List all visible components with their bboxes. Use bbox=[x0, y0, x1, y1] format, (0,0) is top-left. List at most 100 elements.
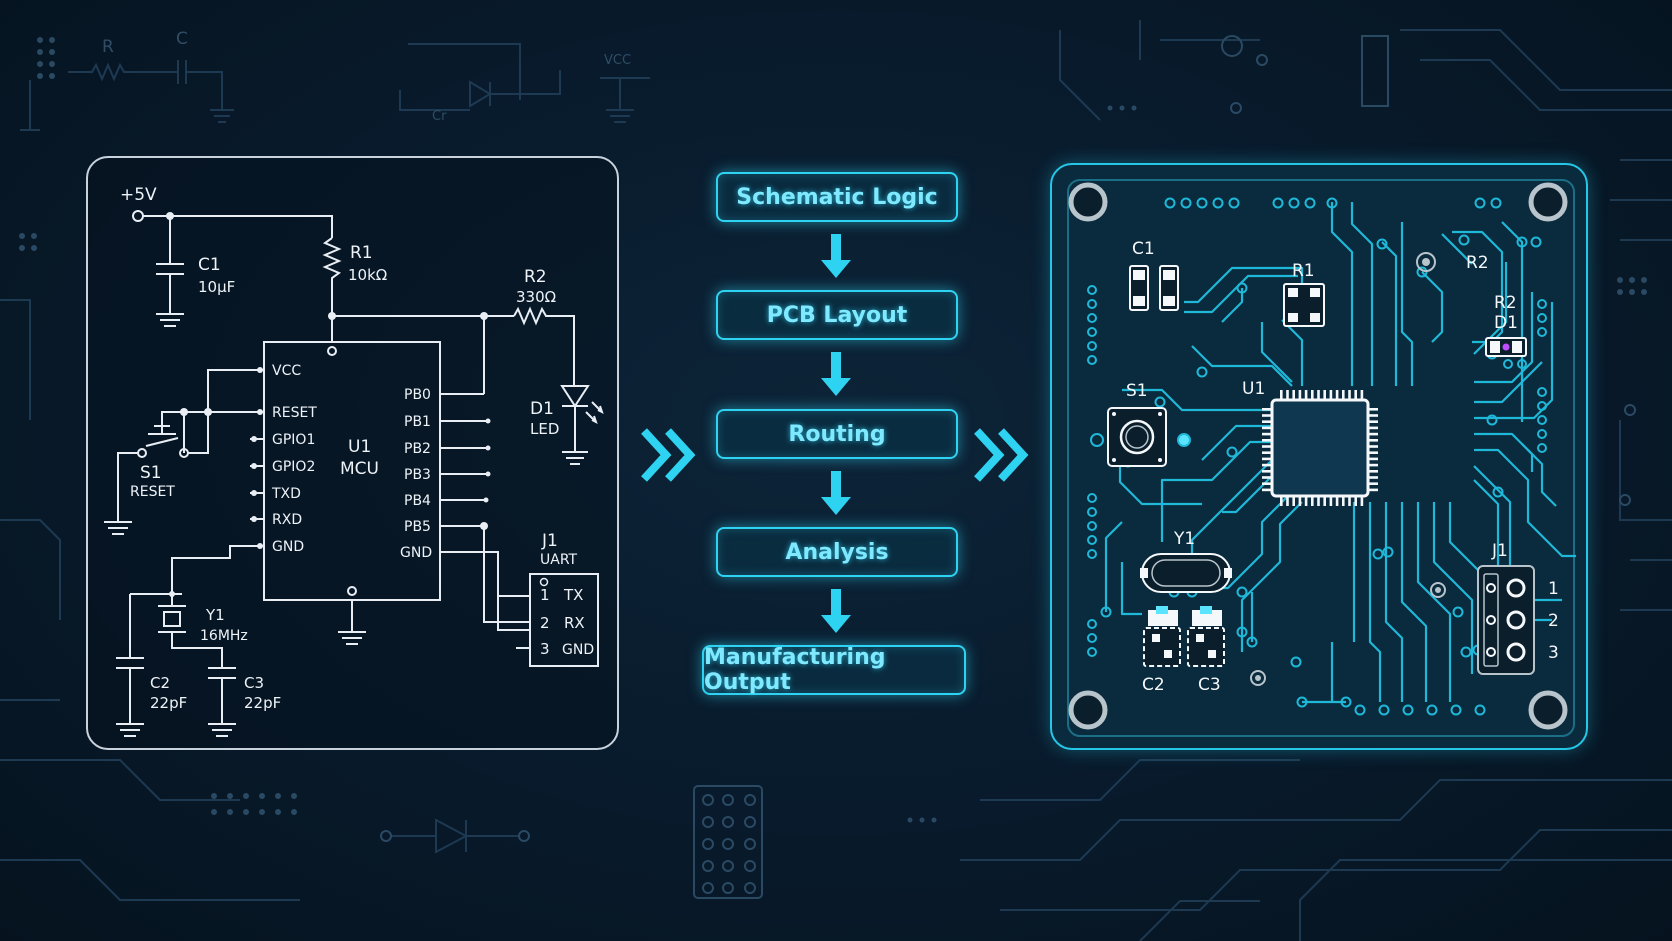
mcu-pin-txd: TXD bbox=[271, 486, 301, 502]
label-r2-value: 330Ω bbox=[516, 288, 556, 306]
label-j1-pin2-num: 2 bbox=[540, 614, 550, 632]
chip-pin bbox=[1342, 390, 1345, 399]
mcu-pin-pb2: PB2 bbox=[404, 441, 431, 457]
pcb-d1-footprint bbox=[1485, 337, 1527, 369]
double-chevron-right-icon bbox=[974, 428, 1029, 482]
chip-pin bbox=[1286, 390, 1289, 399]
flow-step-routing: Routing bbox=[716, 409, 958, 459]
schematic-drawing: +5V C1 10µF R1 10kΩ R2 330Ω D1 LED S1 RE… bbox=[104, 185, 604, 737]
mcu-pin-reset: RESET bbox=[272, 405, 317, 421]
label-u1-ref: U1 bbox=[348, 437, 371, 457]
double-chevron-right-icon bbox=[641, 428, 696, 482]
chip-pin bbox=[1369, 482, 1378, 485]
chip-pin bbox=[1323, 390, 1326, 399]
label-c2-value: 22pF bbox=[150, 694, 187, 712]
label-j1-pin3-name: GND bbox=[562, 642, 594, 658]
label-y1-ref: Y1 bbox=[205, 606, 225, 624]
mcu-pin-rxd: RXD bbox=[272, 512, 302, 528]
chip-pin bbox=[1262, 420, 1271, 423]
mcu-pin-pb4: PB4 bbox=[404, 493, 431, 509]
chip-pin bbox=[1298, 497, 1302, 506]
chip-pin bbox=[1292, 390, 1295, 399]
pcb-j1-header bbox=[1477, 565, 1535, 675]
label-r1-value: 10kΩ bbox=[348, 266, 387, 284]
label-j1-pin1-name: TX bbox=[563, 586, 583, 604]
chip-pin bbox=[1262, 414, 1271, 417]
pcb-label-j1: J1 bbox=[1491, 541, 1508, 561]
label-r2-ref: R2 bbox=[524, 267, 547, 287]
mcu-pin-pb3: PB3 bbox=[404, 467, 431, 483]
chip-pin bbox=[1369, 408, 1378, 411]
chip-pin bbox=[1262, 470, 1271, 473]
pcb-j1-pin-2: 2 bbox=[1548, 611, 1559, 631]
chip-pin bbox=[1280, 497, 1283, 506]
label-c1-ref: C1 bbox=[198, 255, 221, 275]
pcb-label-c3: C3 bbox=[1198, 675, 1221, 695]
pcb-u1-chip bbox=[1262, 390, 1378, 506]
label-j1-value: UART bbox=[540, 552, 578, 568]
chip-pin bbox=[1369, 420, 1378, 423]
mcu-pin-pb0: PB0 bbox=[404, 387, 431, 403]
chip-pin bbox=[1280, 390, 1283, 399]
pcb-c3-footprint bbox=[1187, 606, 1225, 667]
mcu-pin-gpio2: GPIO2 bbox=[272, 459, 315, 475]
mcu-pin-gnd-left: GND bbox=[272, 539, 304, 555]
mcu-pin-pb1: PB1 bbox=[404, 414, 431, 430]
chip-pin bbox=[1369, 432, 1378, 436]
chip-pin bbox=[1317, 390, 1320, 399]
chip-pin bbox=[1354, 497, 1357, 506]
label-r1-ref: R1 bbox=[350, 243, 373, 263]
label-s1-ref: S1 bbox=[140, 463, 162, 483]
pcb-drawing: C1 R1 R2 R2 D1 S1 U1 Y1 J1 C2 C3 1 2 3 bbox=[1067, 179, 1576, 737]
chip-pin bbox=[1348, 497, 1351, 506]
label-y1-value: 16MHz bbox=[200, 628, 248, 644]
label-j1-pin2-name: RX bbox=[564, 614, 585, 632]
chip-pin bbox=[1262, 445, 1271, 448]
arrow-down-icon bbox=[821, 589, 851, 633]
pcb-j1-pin-3: 3 bbox=[1548, 643, 1559, 663]
label-c1-value: 10µF bbox=[198, 278, 235, 296]
chip-pin bbox=[1369, 414, 1378, 417]
pcb-label-r1: R1 bbox=[1292, 261, 1315, 281]
chip-pin bbox=[1304, 497, 1308, 506]
pcb-label-r2: R2 bbox=[1466, 253, 1489, 273]
flow-step-analysis: Analysis bbox=[716, 527, 958, 577]
chip-pin bbox=[1369, 463, 1378, 467]
label-c3-value: 22pF bbox=[244, 694, 281, 712]
flow-step-manufacturing-output: Manufacturing Output bbox=[702, 645, 966, 695]
arrow-down-icon bbox=[821, 352, 851, 396]
chip-pin bbox=[1311, 497, 1314, 506]
chip-pin bbox=[1369, 439, 1378, 442]
mounting-hole-icon bbox=[1068, 182, 1568, 730]
label-j1-pin3-num: 3 bbox=[540, 640, 550, 658]
pcb-label-y1: Y1 bbox=[1173, 529, 1195, 549]
chip-pin bbox=[1369, 457, 1378, 461]
chip-pin bbox=[1369, 426, 1378, 430]
chip-pin bbox=[1335, 390, 1339, 399]
label-c2-ref: C2 bbox=[150, 674, 170, 692]
chip-pin bbox=[1317, 497, 1320, 506]
chip-pin bbox=[1342, 497, 1345, 506]
pcb-c2-footprint bbox=[1143, 606, 1181, 667]
chip-pin bbox=[1262, 463, 1271, 467]
chip-pin bbox=[1360, 497, 1364, 506]
chip-pin bbox=[1348, 390, 1351, 399]
chip-pin bbox=[1262, 408, 1271, 411]
chip-pin bbox=[1360, 390, 1364, 399]
bg-label-c: C bbox=[176, 29, 188, 49]
pcb-panel: C1 R1 R2 R2 D1 S1 U1 Y1 J1 C2 C3 1 2 3 bbox=[1050, 163, 1588, 750]
chip-pin bbox=[1286, 497, 1289, 506]
pcb-label-u1: U1 bbox=[1242, 379, 1265, 399]
chip-pin bbox=[1298, 390, 1302, 399]
flow-step-pcb-layout: PCB Layout bbox=[716, 290, 958, 340]
chip-pin bbox=[1262, 476, 1271, 479]
chip-pin bbox=[1262, 439, 1271, 442]
schematic-panel: +5V C1 10µF R1 10kΩ R2 330Ω D1 LED S1 RE… bbox=[86, 156, 619, 750]
bg-label-r: R bbox=[102, 37, 114, 57]
chip-pin bbox=[1369, 470, 1378, 473]
chip-pin bbox=[1323, 497, 1326, 506]
bg-label-cr: Cr bbox=[432, 109, 447, 124]
chip-pin bbox=[1262, 457, 1271, 461]
label-d1-value: LED bbox=[530, 420, 559, 438]
